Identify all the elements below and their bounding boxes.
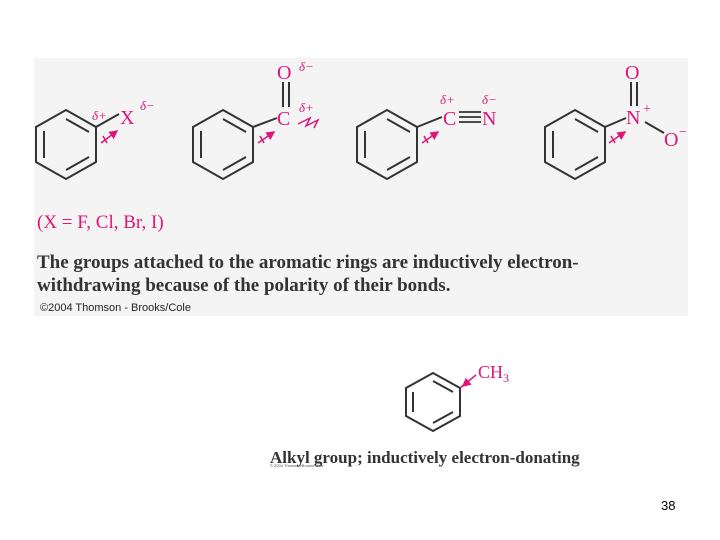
bond-ring-c	[252, 117, 278, 128]
dipole-arrow-1	[100, 130, 119, 144]
atom-c-carbonyl: C	[277, 108, 290, 130]
figure-caption: The groups attached to the aromatic ring…	[37, 252, 579, 296]
figure-panel-top	[34, 58, 688, 316]
benzene-ring-4	[544, 108, 606, 181]
atom-n-nitro: N	[626, 107, 640, 129]
atom-x: X	[120, 107, 135, 129]
dipole-cross-1	[102, 135, 108, 144]
benzene-ring-3	[356, 108, 418, 181]
charge-plus-nitro: +	[643, 102, 651, 117]
dipole-arrow-4	[608, 131, 627, 144]
copyright-top: ©2004 Thomson - Brooks/Cole	[40, 302, 191, 314]
bond-ring-c-nitrile	[416, 116, 443, 128]
dipole-cross-2	[259, 135, 265, 144]
atom-o-nitro-bottom: O	[664, 129, 678, 151]
benzene-ring-toluene	[405, 371, 461, 433]
page-number: 38	[661, 498, 676, 513]
dipole-cross-3	[423, 135, 429, 144]
atom-c-nitrile: C	[443, 108, 456, 130]
delta-plus-x: δ+	[92, 108, 107, 123]
dipole-arrow-3	[421, 131, 440, 144]
delta-minus-carbonyl: δ−	[299, 59, 314, 74]
delta-minus-x: δ−	[140, 98, 155, 113]
wavy-bond	[297, 116, 320, 129]
bond-ring-n	[604, 117, 627, 128]
benzene-ring-1	[35, 108, 97, 181]
copyright-bottom: © 2004 Thomson/Brooks Cole	[270, 463, 324, 468]
dipole-arrow-2	[257, 131, 276, 144]
donor-arrow	[461, 377, 472, 387]
dipole-cross-4	[610, 135, 616, 144]
atom-o-nitro-top: O	[625, 62, 639, 84]
x-definition: (X = F, Cl, Br, I)	[37, 212, 164, 233]
methyl-group: CH3	[478, 362, 509, 385]
delta-plus-nitrile: δ+	[440, 92, 455, 107]
figure-panel-bottom	[262, 352, 607, 472]
alkyl-caption: Alkyl group; inductively electron-donati…	[270, 448, 580, 467]
bond-ring-x	[95, 113, 120, 128]
benzene-ring-2	[192, 108, 254, 181]
delta-plus-carbonyl: δ+	[299, 100, 314, 115]
delta-minus-nitrile: δ−	[482, 92, 497, 107]
bond-n-o-minus	[644, 121, 665, 134]
charge-minus-nitro: −	[679, 125, 687, 140]
atom-o-carbonyl: O	[277, 62, 291, 84]
atom-n-nitrile: N	[482, 108, 496, 130]
